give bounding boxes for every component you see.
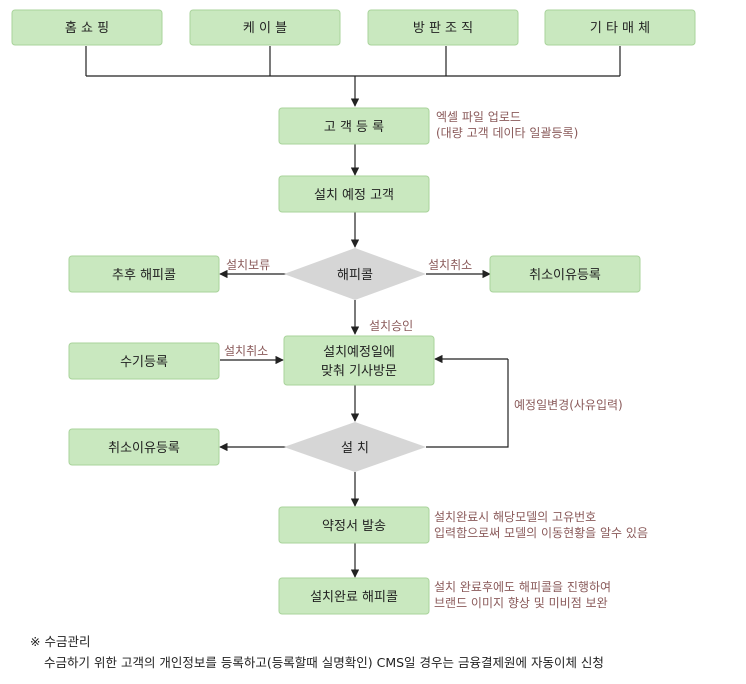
decision-install: 설 치 — [284, 422, 426, 472]
step-scheduled: 설치 예정 고객 — [278, 175, 430, 213]
cancel-left-label: 설치취소 — [224, 344, 268, 358]
note-title: ※ 수금관리 — [30, 634, 91, 649]
connectors — [85, 46, 621, 578]
serial-label-line2: 입력함으로써 모델의 이동현황을 알수 있음 — [434, 526, 648, 540]
source-label: 기 타 매 체 — [590, 21, 650, 36]
step-label: 설치 예정 고객 — [314, 188, 394, 203]
step-cancel-reason-2: 취소이유등록 — [68, 428, 220, 466]
step-label: 추후 해피콜 — [112, 268, 176, 283]
step-label-line1: 설치예정일에 — [323, 345, 395, 360]
source-door-to-door: 방 판 조 직 — [367, 9, 519, 46]
decision-label: 해피콜 — [337, 268, 373, 283]
decision-label: 설 치 — [341, 441, 369, 456]
source-label: 홈 쇼 핑 — [65, 21, 109, 36]
upload-label-line1: 엑셀 파일 업로드 — [436, 110, 521, 124]
decision-happycall: 해피콜 — [284, 248, 426, 300]
cancel-right-label: 설치취소 — [428, 258, 472, 272]
step-final-call: 설치완료 해피콜 — [278, 577, 430, 615]
source-other-media: 기 타 매 체 — [544, 9, 696, 46]
step-later-call: 추후 해피콜 — [68, 255, 220, 293]
serial-label-line1: 설치완료시 해당모델의 고유번호 — [434, 510, 596, 524]
source-label: 방 판 조 직 — [413, 21, 473, 36]
step-label: 설치완료 해피콜 — [310, 590, 398, 605]
step-label: 약정서 발송 — [322, 519, 386, 534]
step-label: 취소이유등록 — [529, 268, 601, 283]
date-change-loop — [426, 359, 509, 448]
note-body: 수금하기 위한 고객의 개인정보를 등록하고(등록할때 실명확인) CMS일 경… — [44, 655, 604, 670]
step-label: 고 객 등 록 — [324, 120, 384, 135]
source-cable: 케 이 블 — [189, 9, 341, 46]
step-label: 취소이유등록 — [108, 441, 180, 456]
hold-label: 설치보류 — [226, 258, 270, 272]
step-manual-register: 수기등록 — [68, 342, 220, 380]
approve-label: 설치승인 — [369, 319, 413, 333]
date-change-label: 예정일변경(사유입력) — [514, 398, 623, 412]
step-register: 고 객 등 록 — [278, 107, 430, 145]
step-technician-visit: 설치예정일에 맞춰 기사방문 — [283, 335, 435, 386]
step-cancel-reason-1: 취소이유등록 — [489, 255, 641, 293]
after-label-line2: 브랜드 이미지 향상 및 미비점 보완 — [434, 596, 608, 610]
step-contract: 약정서 발송 — [278, 506, 430, 544]
after-label-line1: 설치 완료후에도 해피콜을 진행하여 — [434, 579, 611, 594]
source-homeshopping: 홈 쇼 핑 — [11, 9, 163, 46]
source-label: 케 이 블 — [243, 21, 287, 36]
step-label: 수기등록 — [120, 355, 168, 370]
upload-label-line2: (대량 고객 데이타 일괄등록) — [436, 126, 578, 140]
step-label-line2: 맞춰 기사방문 — [321, 364, 397, 379]
